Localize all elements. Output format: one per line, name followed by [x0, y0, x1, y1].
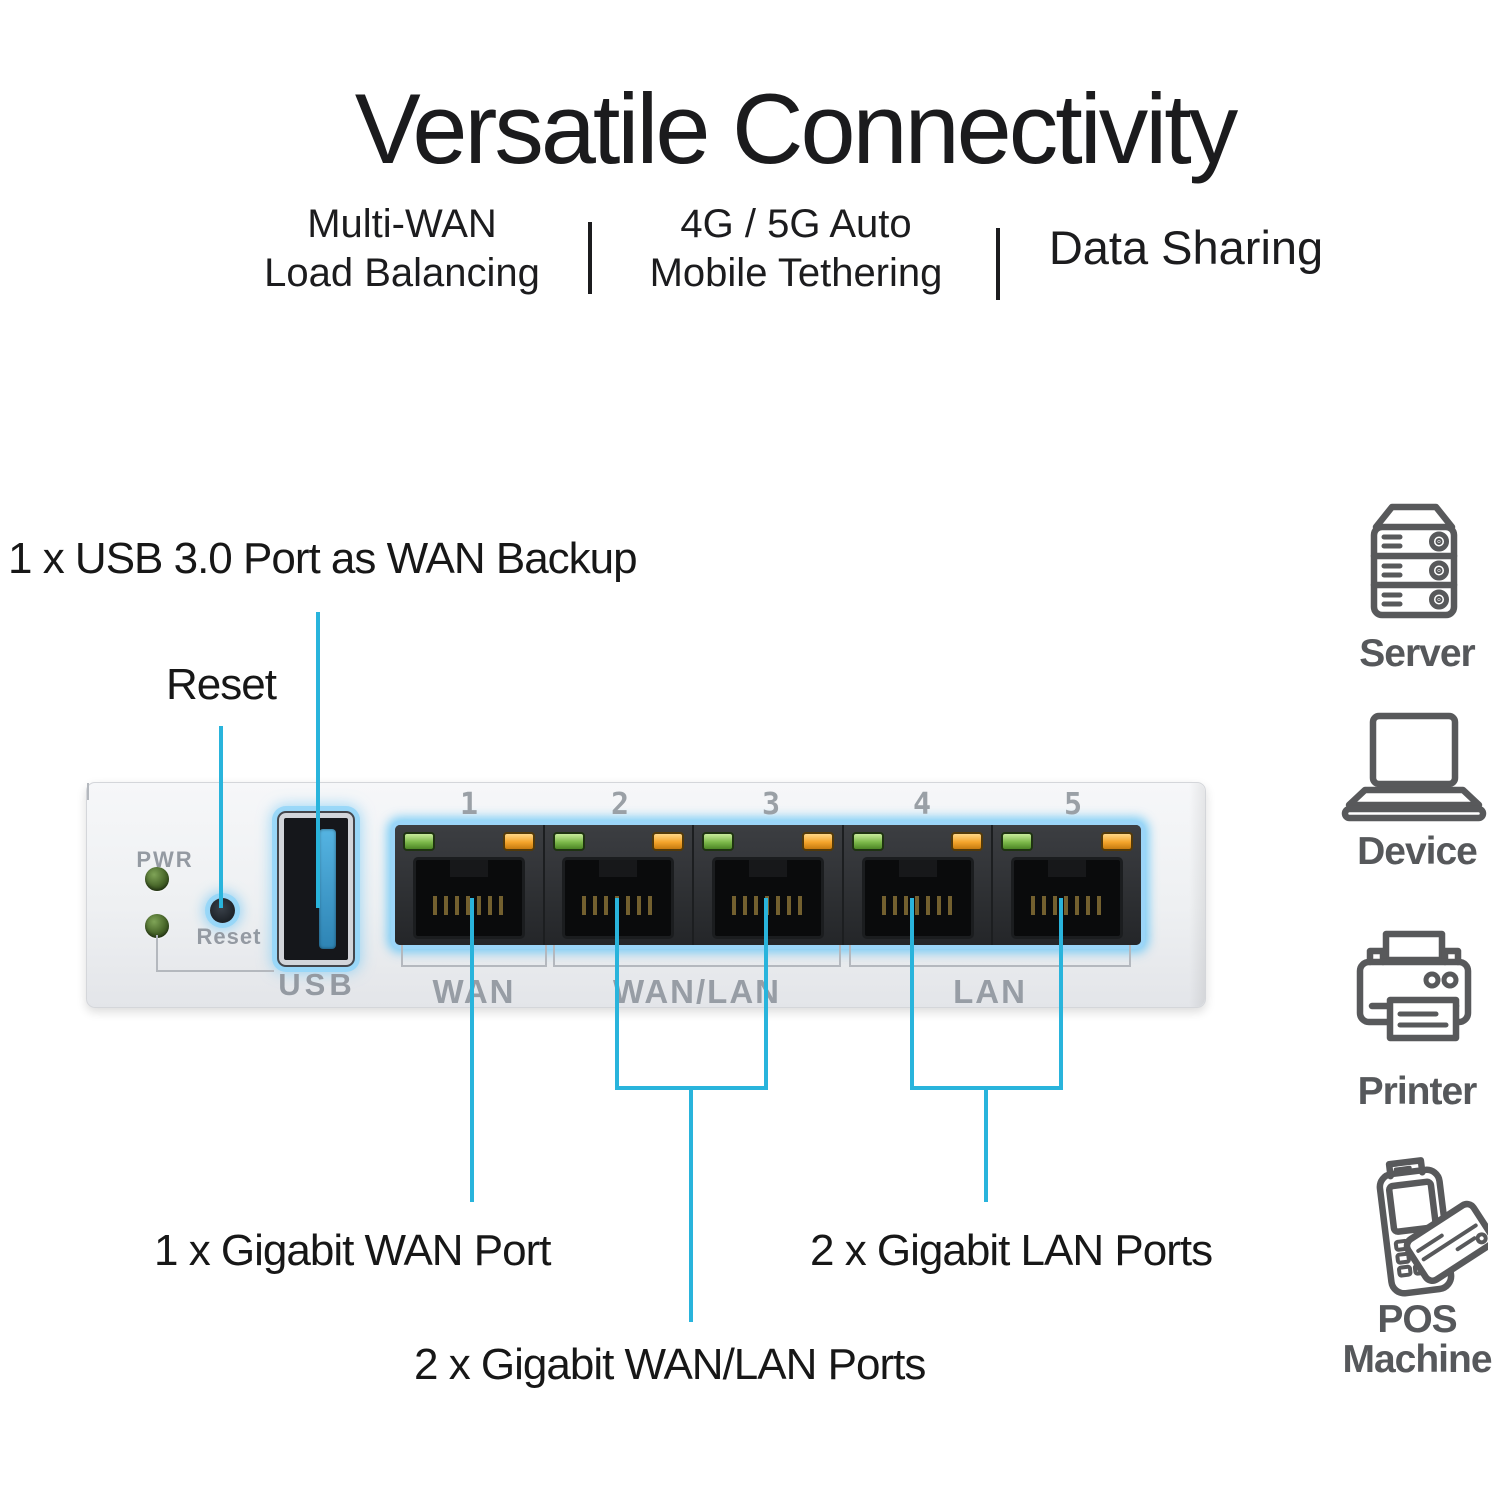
activity-led-icon	[652, 832, 685, 851]
page-title: Versatile Connectivity	[354, 73, 1238, 184]
wan-group-bracket	[401, 945, 547, 967]
link-led-icon	[403, 832, 435, 851]
pos-machine-label: POS Machine	[1342, 1298, 1492, 1381]
wan-group-label: WAN	[432, 973, 516, 1010]
rj45-jack	[412, 857, 525, 939]
wanlan-callout-line-join	[615, 1086, 768, 1090]
port-1-wan	[395, 825, 545, 945]
feature-line: Multi-WAN	[307, 202, 497, 246]
link-led-icon	[1001, 832, 1034, 851]
usb-tongue	[318, 829, 336, 949]
usb-status-led-icon	[145, 914, 169, 938]
link-led-icon	[552, 832, 585, 851]
server-icon	[1370, 503, 1458, 619]
feature-line: Mobile Tethering	[649, 251, 943, 295]
rj45-jack	[861, 857, 974, 939]
port-number: 5	[1063, 787, 1083, 822]
port-number: 3	[761, 787, 781, 822]
feature-data-sharing: Data Sharing	[1048, 221, 1324, 274]
pos-machine-icon	[1376, 1157, 1488, 1297]
feature-line: Load Balancing	[264, 251, 540, 295]
usb-printed-label: USB	[278, 967, 356, 1002]
wanlan-group-bracket	[553, 945, 841, 967]
pwr-printed-label: PWR	[136, 847, 194, 872]
wan-port-callout-label: 1 x Gigabit WAN Port	[154, 1226, 551, 1275]
reset-callout-label: Reset	[166, 660, 277, 709]
usb-port-link-line	[87, 783, 89, 800]
port-3-wanlan	[694, 825, 844, 945]
feature-divider	[588, 222, 592, 294]
lan-callout-line-left	[910, 898, 914, 1090]
wan-callout-line	[470, 898, 474, 1202]
feature-line: 4G / 5G Auto	[680, 202, 912, 246]
feature-mobile-tethering: 4G / 5G Auto Mobile Tethering	[608, 200, 984, 298]
router-rear-panel: PWR Reset USB	[86, 782, 1206, 1010]
lan-group-bracket	[849, 945, 1131, 967]
activity-led-icon	[951, 832, 984, 851]
port-number: 2	[610, 787, 630, 822]
printer-label: Printer	[1357, 1070, 1478, 1113]
server-label: Server	[1359, 632, 1475, 675]
feature-multi-wan: Multi-WAN Load Balancing	[232, 200, 572, 298]
laptop-icon	[1341, 712, 1487, 822]
wanlan-group-label: WAN/LAN	[613, 973, 781, 1010]
lan-callout-line-center	[984, 1090, 988, 1202]
reset-printed-label: Reset	[196, 924, 262, 949]
wanlan-callout-line-center	[689, 1090, 693, 1322]
lan-group-label: LAN	[953, 973, 1027, 1010]
reset-callout-line	[219, 726, 223, 908]
rj45-jack	[1011, 857, 1124, 939]
lan-callout-line-right	[1059, 898, 1063, 1090]
power-led-icon	[145, 867, 169, 891]
activity-led-icon	[1100, 832, 1133, 851]
port-number: 4	[912, 787, 932, 822]
feature-divider	[996, 228, 1000, 300]
activity-led-icon	[502, 832, 535, 851]
device-label: Device	[1357, 830, 1478, 873]
wanlan-callout-line-left	[615, 898, 619, 1090]
wanlan-callout-line-right	[764, 898, 768, 1090]
printer-icon	[1356, 930, 1472, 1042]
ethernet-port-block	[391, 821, 1145, 949]
wanlan-ports-callout-label: 2 x Gigabit WAN/LAN Ports	[414, 1340, 926, 1389]
activity-led-icon	[801, 832, 834, 851]
lan-ports-callout-label: 2 x Gigabit LAN Ports	[810, 1226, 1213, 1275]
usb-callout-line	[316, 612, 320, 908]
port-2-wanlan	[544, 825, 695, 945]
lan-callout-line-join	[910, 1086, 1063, 1090]
link-led-icon	[702, 832, 735, 851]
usb-led-link-line	[156, 935, 274, 972]
port-5-lan	[993, 825, 1141, 945]
link-led-icon	[851, 832, 884, 851]
usb-callout-label: 1 x USB 3.0 Port as WAN Backup	[8, 534, 638, 583]
port-number: 1	[459, 787, 479, 822]
port-4-lan	[843, 825, 994, 945]
